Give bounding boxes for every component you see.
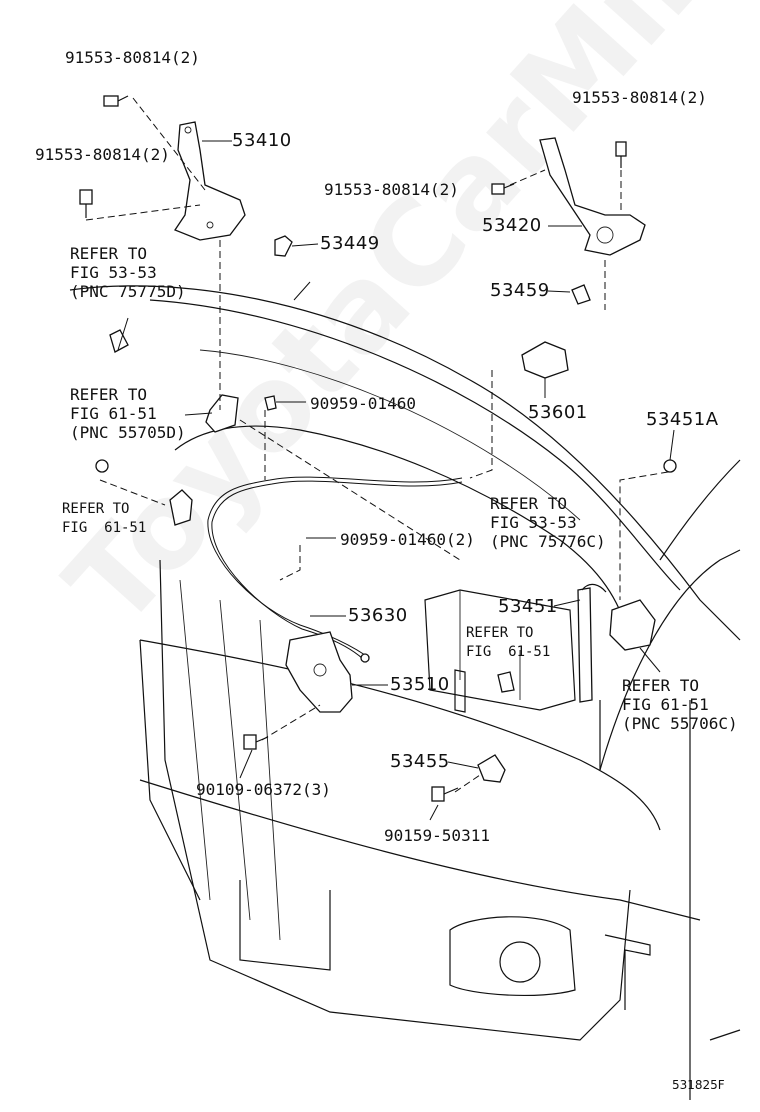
fender <box>599 549 741 771</box>
callout-53449: 53449 <box>320 233 380 254</box>
lock-stop <box>205 394 239 433</box>
callout-refer-fig-61-51-55705d: REFER TO FIG 61-51 (PNC 55705D) <box>70 385 186 442</box>
callout-53451: 53451 <box>498 596 558 617</box>
callout-90959-01460: 90959-01460 <box>310 394 416 413</box>
callout-90959-01460-2: 90959-01460(2) <box>340 530 475 549</box>
clip-53449 <box>274 235 293 257</box>
callout-53455: 53455 <box>390 751 450 772</box>
callout-53410: 53410 <box>232 130 292 151</box>
cushion-53451a <box>663 459 677 473</box>
callout-91553-80814-left: 91553-80814(2) <box>35 145 170 164</box>
callout-refer-fig-61-51-left: REFER TO FIG 61-51 <box>62 501 147 536</box>
callout-refer-fig-61-51-center: REFER TO FIG 61-51 <box>466 625 551 660</box>
bracket-53455 <box>477 754 506 783</box>
clip-53459 <box>571 284 591 305</box>
hood-panel <box>69 285 741 641</box>
figure-id: 531825F <box>672 1078 725 1092</box>
callout-91553-80814-center: 91553-80814(2) <box>324 180 459 199</box>
callout-refer-fig-53-53-75775d: REFER TO FIG 53-53 (PNC 75775D) <box>70 244 186 301</box>
hood-lock-53510 <box>285 631 353 713</box>
hood-hinge-lh <box>174 121 246 241</box>
release-handle-53601 <box>521 341 569 379</box>
release-cable-53630 <box>207 476 463 656</box>
bolt-91553 <box>103 95 129 107</box>
callout-53420: 53420 <box>482 215 542 236</box>
callout-90159-50311: 90159-50311 <box>384 826 490 845</box>
grille-outline <box>174 425 631 641</box>
callout-91553-80814-top-right: 91553-80814(2) <box>572 88 707 107</box>
callout-refer-fig-53-53-75776c: REFER TO FIG 53-53 (PNC 75776C) <box>490 494 606 551</box>
front-bumper <box>139 779 701 921</box>
hood-support-53451 <box>577 587 593 703</box>
callout-53510: 53510 <box>390 674 450 695</box>
callout-90109-06372-3: 90109-06372(3) <box>196 780 331 799</box>
callout-91553-80814-top-left: 91553-80814(2) <box>65 48 200 67</box>
hood-hinge-rh <box>539 137 646 256</box>
callout-53601: 53601 <box>528 402 588 423</box>
callout-53459: 53459 <box>490 280 550 301</box>
callout-53451a: 53451A <box>646 409 719 430</box>
callout-refer-fig-61-51-55706c: REFER TO FIG 61-51 (PNC 55706C) <box>622 676 738 733</box>
callout-53630: 53630 <box>348 605 408 626</box>
